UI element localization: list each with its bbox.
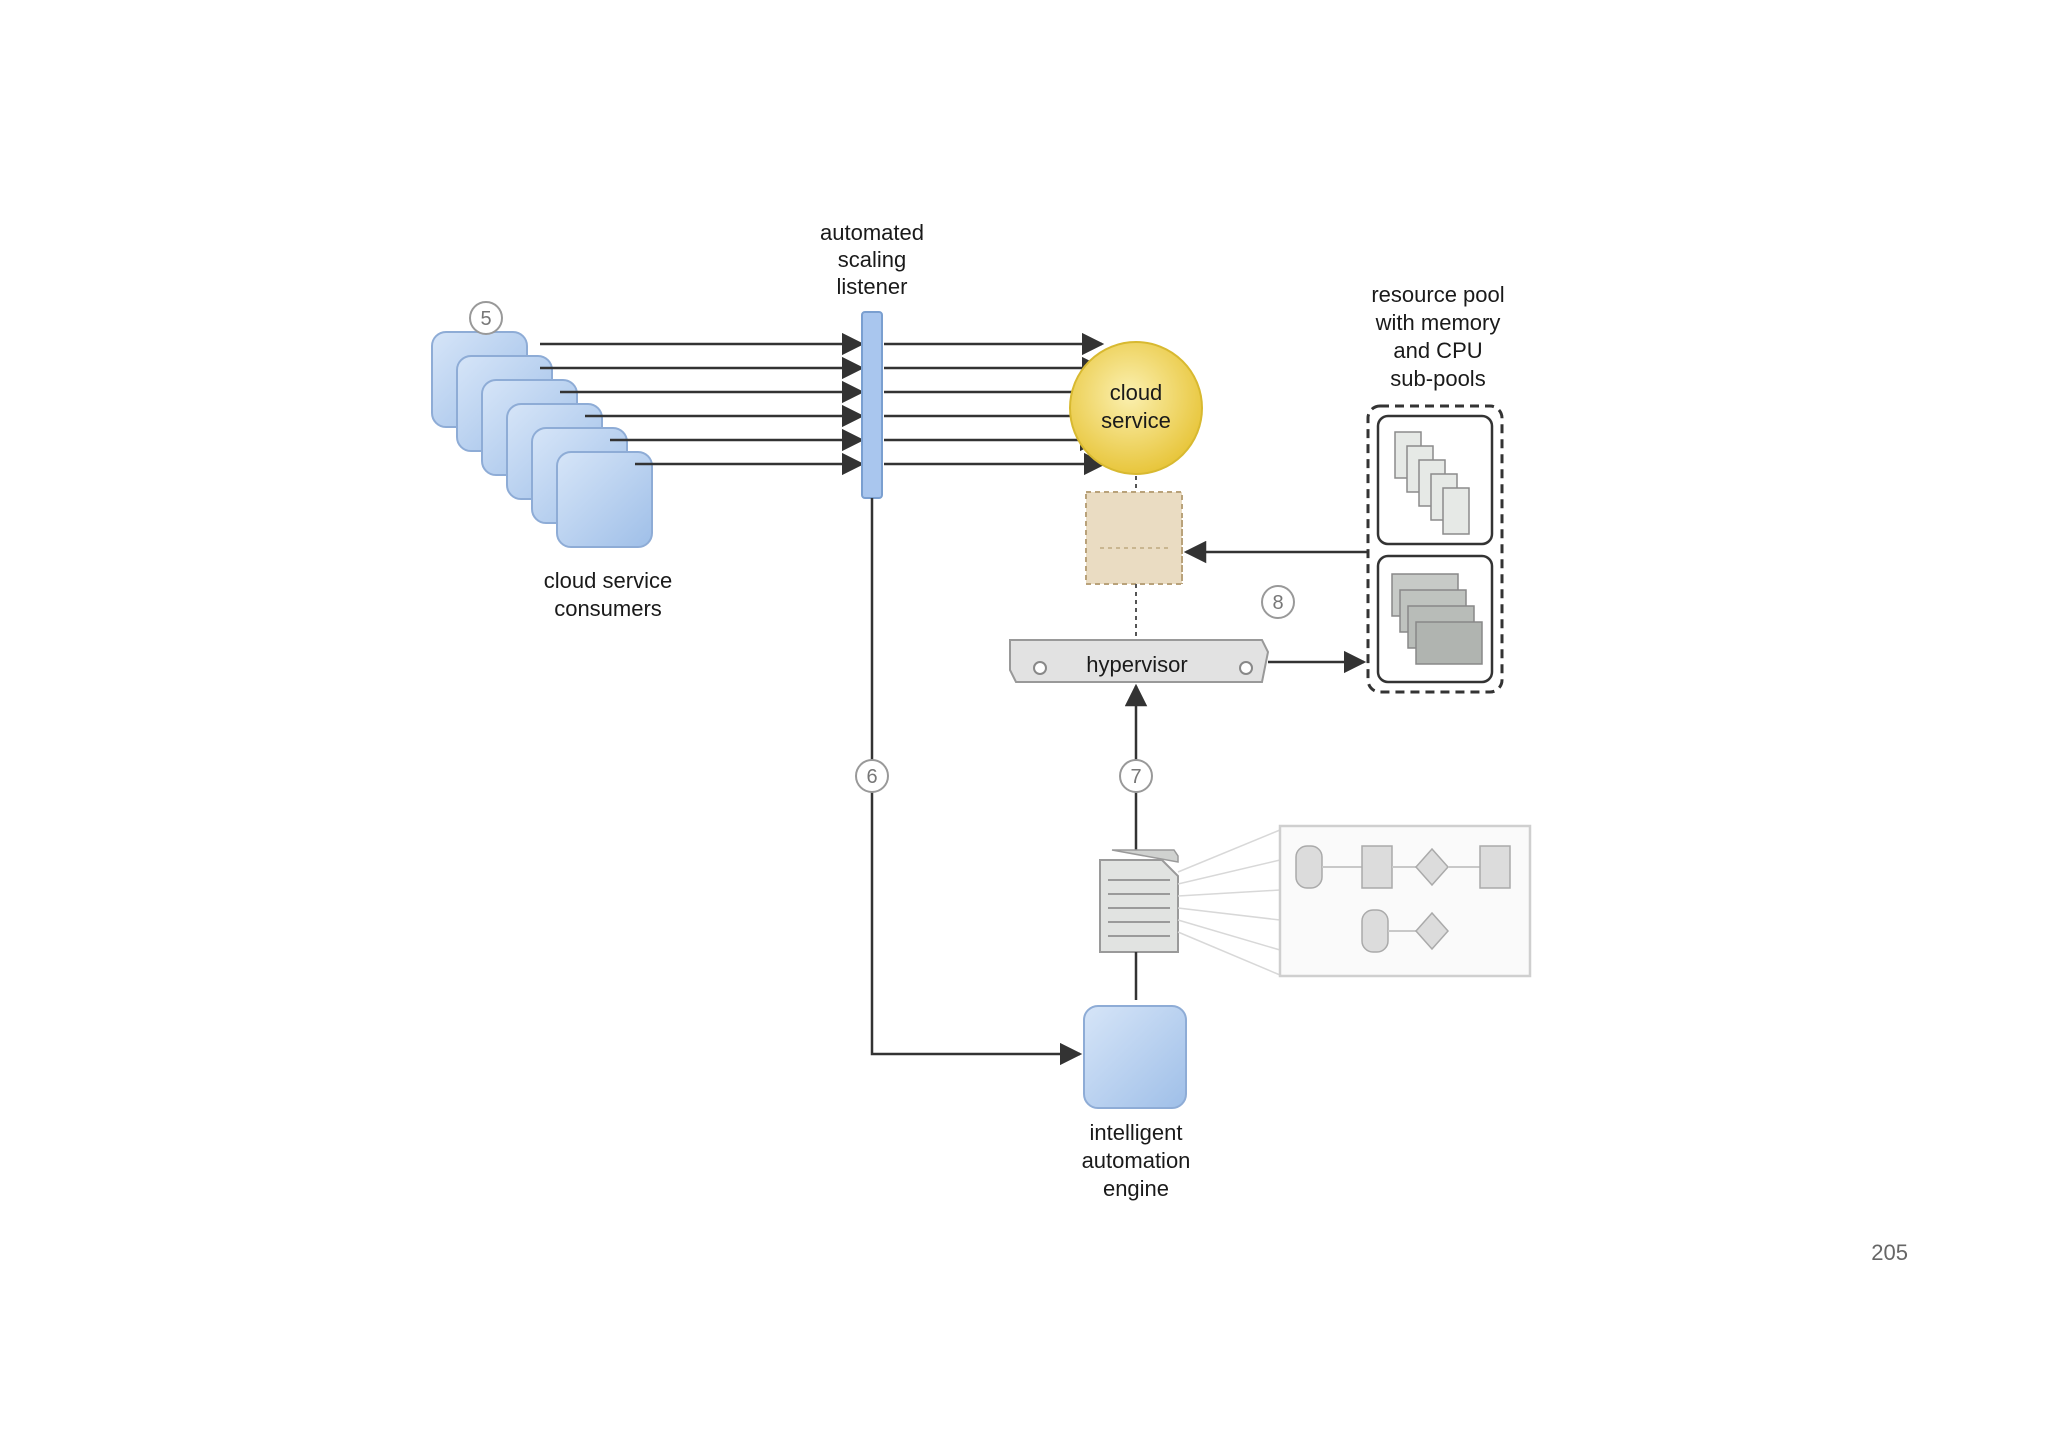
cpu-boards-icon	[1391, 573, 1483, 665]
engine-label-line1: intelligent	[1090, 1120, 1183, 1145]
cloud-service-consumers	[431, 331, 653, 548]
listener-label-line3: listener	[837, 274, 908, 299]
engine-label-line2: automation	[1082, 1148, 1191, 1173]
intelligent-automation-engine	[1083, 1005, 1187, 1109]
consumer-cube	[556, 451, 653, 548]
automated-scaling-listener	[861, 311, 883, 499]
memory-modules-icon	[1394, 431, 1470, 535]
request-lines-to-listener	[540, 332, 865, 476]
resource-pool	[1366, 404, 1504, 694]
listener-label-line2: scaling	[838, 247, 906, 272]
listener-to-engine-arrow	[870, 498, 1083, 1066]
step-6-marker: 6	[855, 759, 889, 793]
step-8-marker: 8	[1261, 585, 1295, 619]
workflow-expansion-lines	[1177, 829, 1281, 976]
pool-label-line2: with memory	[1375, 310, 1501, 335]
pool-label-line1: resource pool	[1371, 282, 1504, 307]
cloud-service-label-line2: service	[1101, 408, 1171, 433]
step-5-marker: 5	[469, 301, 503, 335]
step-7-label: 7	[1130, 766, 1141, 788]
pool-label-line4: sub-pools	[1390, 366, 1485, 391]
virtual-server	[1085, 491, 1183, 585]
page-number: 205	[1871, 1240, 1908, 1265]
cloud-service-label-line1: cloud	[1110, 380, 1163, 405]
execution-script-icon	[1099, 849, 1179, 953]
request-lines-to-service	[884, 332, 1107, 476]
consumers-label-line2: consumers	[554, 596, 662, 621]
hypervisor	[1009, 639, 1270, 683]
hypervisor-label: hypervisor	[1086, 652, 1187, 677]
pool-label-line3: and CPU	[1393, 338, 1482, 363]
consumers-label-line1: cloud service	[544, 568, 672, 593]
listener-label-line1: automated	[820, 220, 924, 245]
workflow-diagram	[1278, 824, 1532, 978]
step-8-label: 8	[1272, 592, 1283, 614]
engine-label-line3: engine	[1103, 1176, 1169, 1201]
step-7-marker: 7	[1119, 759, 1153, 793]
step-5-label: 5	[480, 308, 491, 330]
step-6-label: 6	[866, 766, 877, 788]
cloud-service	[1069, 341, 1203, 475]
